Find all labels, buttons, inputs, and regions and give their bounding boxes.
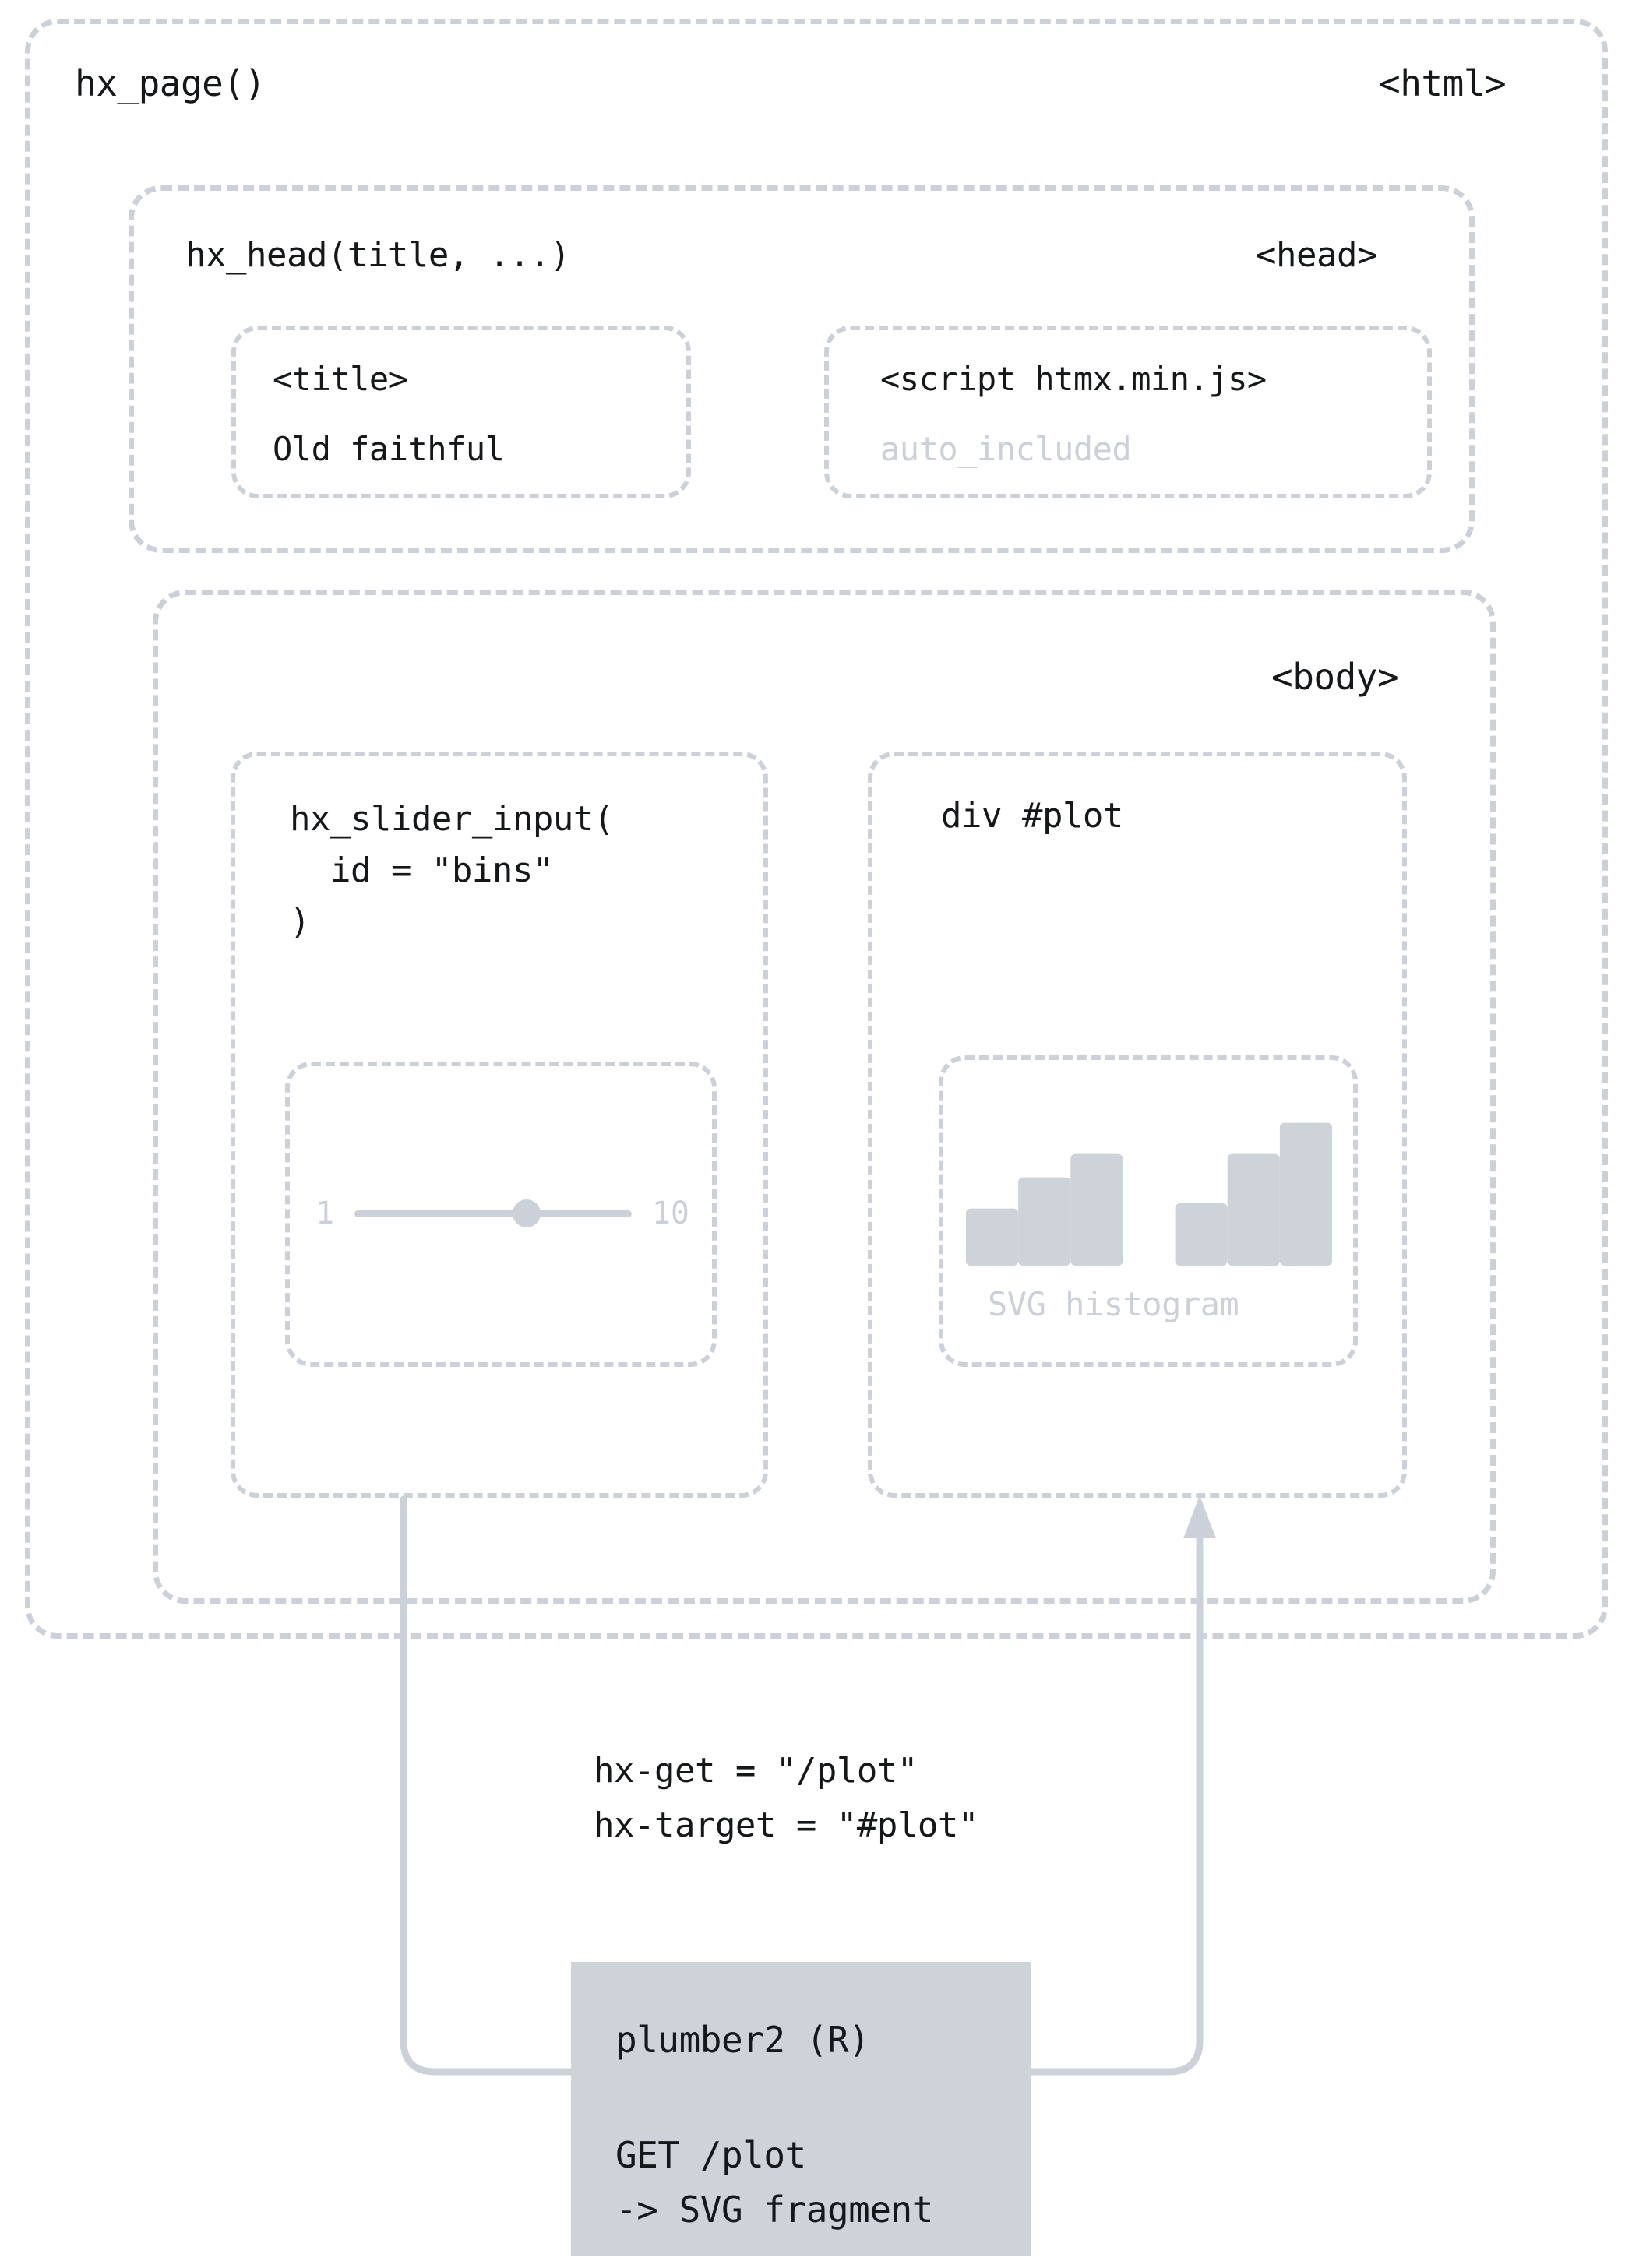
plot-inner-box: [939, 1055, 1358, 1367]
histogram-bar: [1175, 1203, 1228, 1266]
plot-component-box: [868, 752, 1407, 1498]
slider-label-line2: id = "bins": [290, 850, 553, 890]
slider-inner-box: [285, 1062, 717, 1367]
script-tag-label: <script htmx.min.js>: [880, 360, 1267, 398]
plot-div-label: div #plot: [941, 796, 1123, 836]
head-tag-label: <head>: [1256, 235, 1377, 275]
title-box: [231, 326, 691, 498]
plumber2-response-label: -> SVG fragment: [615, 2189, 933, 2231]
plumber2-title-label: plumber2 (R): [615, 2019, 870, 2061]
svg-histogram-caption: SVG histogram: [988, 1285, 1239, 1323]
slider-thumb[interactable]: [512, 1199, 541, 1227]
title-tag-label: <title>: [273, 360, 408, 398]
hx-page-label: hx_page(): [75, 62, 266, 104]
slider-min-label: 1: [315, 1196, 335, 1231]
hx-target-annotation: hx-target = "#plot": [594, 1805, 978, 1845]
slider-max-label: 10: [651, 1196, 689, 1231]
slider-track[interactable]: [354, 1199, 632, 1227]
hx-head-label: hx_head(title, ...): [185, 235, 570, 275]
script-auto-included-label: auto_included: [880, 430, 1132, 468]
head-container: [129, 185, 1475, 553]
bins-slider[interactable]: 1 10: [315, 1192, 689, 1235]
histogram-bar: [1070, 1153, 1123, 1266]
slider-label-line3: ): [290, 902, 311, 942]
slider-component-box: [231, 752, 768, 1498]
hx-get-annotation: hx-get = "/plot": [594, 1751, 918, 1791]
body-container: [153, 590, 1496, 1604]
title-value-label: Old faithful: [273, 430, 505, 468]
slider-label-line1: hx_slider_input(: [290, 799, 614, 839]
plumber2-route-label: GET /plot: [615, 2134, 806, 2176]
html-container: [25, 19, 1608, 1639]
histogram-bar: [1227, 1153, 1280, 1266]
html-tag-label: <html>: [1379, 62, 1507, 104]
histogram-bar: [1018, 1177, 1071, 1266]
plumber2-backend-box: [571, 1962, 1031, 2256]
svg-histogram: [966, 1122, 1332, 1266]
arrow-head-to-plot: [1183, 1495, 1216, 1538]
histogram-bar: [966, 1208, 1019, 1266]
body-tag-label: <body>: [1271, 656, 1399, 698]
histogram-bar: [1279, 1122, 1332, 1266]
script-box: [824, 326, 1432, 498]
